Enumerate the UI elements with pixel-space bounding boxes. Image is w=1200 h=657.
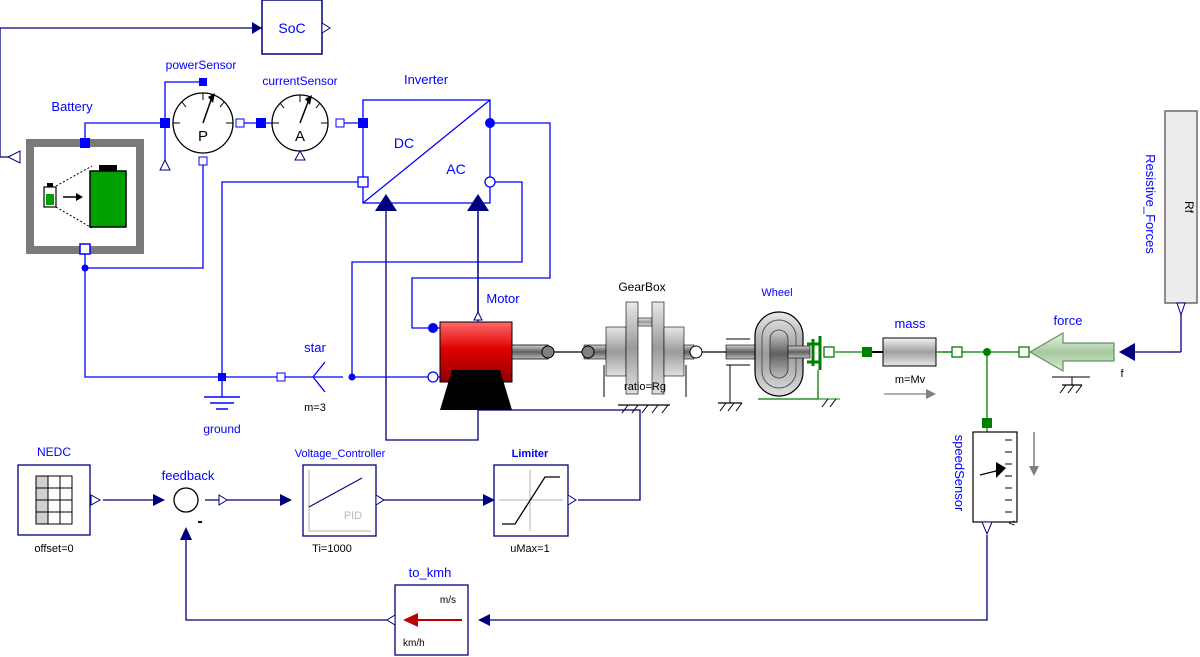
current-needle bbox=[299, 101, 309, 124]
limiter-block[interactable]: Limiter uMax=1 bbox=[483, 448, 577, 555]
gear-ratio-param: ratio=Rg bbox=[624, 381, 666, 393]
mass-label: mass bbox=[894, 316, 926, 331]
current-letter: A bbox=[295, 128, 305, 145]
battery-soc-output bbox=[6, 150, 21, 164]
resistive-inner-label: Rf bbox=[1182, 201, 1196, 214]
speed-sensor-label: speedSensor bbox=[952, 435, 967, 512]
arrow-icon bbox=[76, 193, 83, 201]
star-param: m=3 bbox=[304, 402, 326, 414]
battery-negative-pin[interactable] bbox=[79, 243, 91, 255]
force-block[interactable]: force f bbox=[983, 313, 1135, 394]
soc-output-arrow bbox=[321, 22, 331, 34]
speed-port-label: v bbox=[1006, 521, 1017, 526]
voltage-controller-label: Voltage_Controller bbox=[295, 448, 386, 460]
nedc-block[interactable]: NEDC offset=0 bbox=[17, 445, 102, 555]
to-kmh-block[interactable]: to_kmh m/s km/h bbox=[386, 565, 490, 656]
inverter-block[interactable]: Inverter DC AC bbox=[357, 72, 496, 211]
ti-param: Ti=1000 bbox=[312, 543, 352, 555]
kmh-unit-label: km/h bbox=[403, 638, 425, 649]
inverter-label: Inverter bbox=[404, 72, 449, 87]
gearbox-label: GearBox bbox=[618, 280, 665, 294]
soc-block[interactable]: SoC bbox=[252, 0, 331, 55]
umax-param: uMax=1 bbox=[510, 543, 549, 555]
to-kmh-label: to_kmh bbox=[409, 565, 452, 580]
soc-label: SoC bbox=[278, 20, 305, 36]
ground-label: ground bbox=[203, 422, 240, 436]
gearbox-block[interactable]: GearBox ratio=Rg bbox=[581, 280, 703, 414]
battery-block[interactable]: Battery bbox=[6, 99, 144, 272]
power-sensor-label: powerSensor bbox=[166, 58, 237, 72]
voltage-controller-block[interactable]: Voltage_Controller PID Ti=1000 bbox=[280, 448, 386, 555]
feedback-minus-sign: - bbox=[197, 513, 202, 530]
wheel-label: Wheel bbox=[761, 287, 792, 299]
power-sensor-block[interactable]: powerSensor P bbox=[159, 58, 245, 171]
pid-watermark: PID bbox=[344, 510, 362, 522]
limiter-label: Limiter bbox=[512, 448, 549, 460]
battery-label: Battery bbox=[51, 99, 93, 114]
resistive-forces-block[interactable]: Rf Resistive_Forces bbox=[1143, 110, 1198, 353]
mass-block[interactable]: mass m=Mv bbox=[862, 316, 963, 399]
ground-block[interactable]: ground bbox=[203, 373, 241, 436]
dc-label: DC bbox=[394, 135, 414, 151]
nedc-param: offset=0 bbox=[34, 543, 73, 555]
force-label: force bbox=[1054, 313, 1083, 328]
ac-label: AC bbox=[446, 161, 465, 177]
power-needle bbox=[202, 99, 212, 124]
star-block[interactable]: star m=3 bbox=[276, 340, 356, 414]
electric-connections bbox=[84, 81, 551, 397]
star-label: star bbox=[304, 340, 326, 355]
soc-input-arrow bbox=[252, 22, 262, 34]
feedback-label: feedback bbox=[162, 468, 215, 483]
nedc-label: NEDC bbox=[37, 445, 71, 459]
current-sensor-label: currentSensor bbox=[262, 74, 337, 88]
wheel-block[interactable]: Wheel bbox=[718, 287, 840, 412]
battery-positive-pin[interactable] bbox=[80, 138, 90, 148]
current-sensor-block[interactable]: currentSensor A bbox=[256, 74, 345, 161]
mass-param: m=Mv bbox=[895, 374, 926, 386]
feedback-block[interactable]: feedback - bbox=[153, 468, 228, 540]
force-port-label: f bbox=[1120, 368, 1124, 380]
power-letter: P bbox=[198, 128, 208, 145]
motor-block[interactable]: Motor bbox=[427, 210, 555, 410]
large-cell-icon bbox=[89, 170, 127, 228]
resistive-forces-label: Resistive_Forces bbox=[1143, 154, 1158, 254]
ms-unit-label: m/s bbox=[440, 595, 456, 606]
motor-label: Motor bbox=[486, 291, 520, 306]
speed-sensor-block[interactable]: v speedSensor bbox=[952, 418, 1039, 536]
